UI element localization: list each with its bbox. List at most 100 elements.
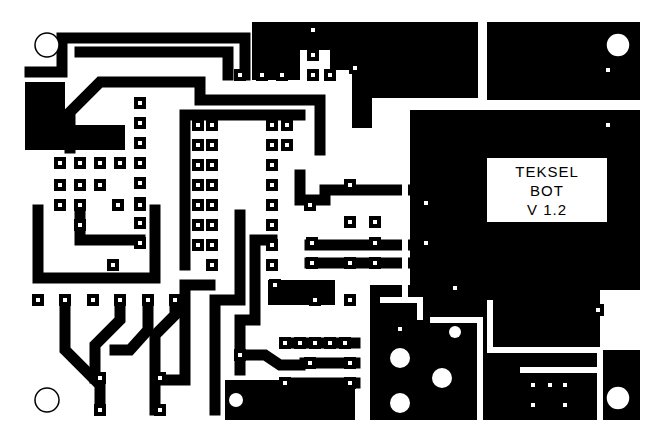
pad (206, 219, 218, 231)
pad (281, 139, 293, 151)
pad (134, 177, 146, 189)
pad (307, 24, 319, 36)
pad (94, 404, 106, 416)
pad (324, 69, 336, 81)
pad (266, 219, 278, 231)
pad (32, 294, 44, 306)
pad (339, 337, 351, 349)
pad (134, 237, 146, 249)
trace (305, 358, 355, 369)
pad (307, 49, 319, 61)
pad (266, 159, 278, 171)
trace (160, 285, 210, 380)
pad (112, 199, 124, 211)
gap (380, 300, 420, 320)
pad (369, 237, 381, 249)
pad (134, 137, 146, 149)
copper-area (268, 280, 335, 305)
pad (107, 259, 119, 271)
pad (369, 257, 381, 269)
pad (134, 217, 146, 229)
pad (344, 257, 356, 269)
pad (192, 119, 204, 131)
trace (38, 210, 155, 278)
pad (344, 377, 356, 389)
pad (420, 197, 432, 209)
pad (269, 279, 281, 291)
pad (602, 64, 614, 76)
pad (602, 119, 614, 131)
pad (206, 139, 218, 151)
pad (307, 69, 319, 81)
mounting-hole (606, 33, 630, 57)
pad (344, 294, 356, 306)
pad (192, 159, 204, 171)
copper-traces (30, 38, 430, 410)
pad (304, 199, 316, 211)
pad (266, 259, 278, 271)
pad (306, 237, 318, 249)
trace (95, 300, 120, 378)
pad (234, 349, 246, 361)
pad (54, 199, 66, 211)
pad (344, 216, 356, 228)
pad (94, 372, 106, 384)
pad (206, 259, 218, 271)
pad (134, 157, 146, 169)
copper-area (25, 82, 65, 150)
pad (309, 337, 321, 349)
pad (394, 323, 406, 335)
pad (324, 337, 336, 349)
pad (74, 219, 86, 231)
pad (94, 157, 106, 169)
pad (134, 117, 146, 129)
pad (266, 139, 278, 151)
copper-area (410, 110, 640, 300)
mounting-hole (35, 33, 59, 57)
pad (134, 199, 146, 211)
pad (74, 179, 86, 191)
pad (206, 199, 218, 211)
pad (87, 294, 99, 306)
pad (592, 304, 604, 316)
pad (449, 282, 461, 294)
pad (256, 69, 268, 81)
gap (520, 367, 600, 373)
pad (192, 199, 204, 211)
hole (390, 348, 410, 368)
pad (344, 357, 356, 369)
copper-pour (25, 22, 640, 420)
gap (405, 22, 482, 300)
pad (54, 179, 66, 191)
trace (300, 175, 430, 200)
hole (229, 393, 243, 407)
isolation-gaps (380, 22, 600, 430)
board-label: V 1.2 (527, 200, 567, 219)
pad (266, 239, 278, 251)
pad (192, 139, 204, 151)
pad (114, 294, 126, 306)
pad (281, 119, 293, 131)
pad (142, 294, 154, 306)
pad (344, 179, 356, 191)
pad (527, 379, 539, 391)
gap (430, 320, 480, 420)
pad (206, 239, 218, 251)
pad (369, 216, 381, 228)
trace (155, 300, 175, 410)
pad (94, 179, 106, 191)
trace (385, 300, 405, 335)
pad (169, 294, 181, 306)
pad (206, 179, 218, 191)
mounting-hole (606, 386, 630, 410)
label-plate: TEKSELBOTV 1.2 (487, 158, 607, 222)
pad (276, 69, 288, 81)
mounting-holes (35, 33, 630, 412)
hole (449, 326, 461, 338)
pad (309, 294, 321, 306)
pad (279, 377, 291, 389)
pad (266, 119, 278, 131)
pad (206, 119, 218, 131)
